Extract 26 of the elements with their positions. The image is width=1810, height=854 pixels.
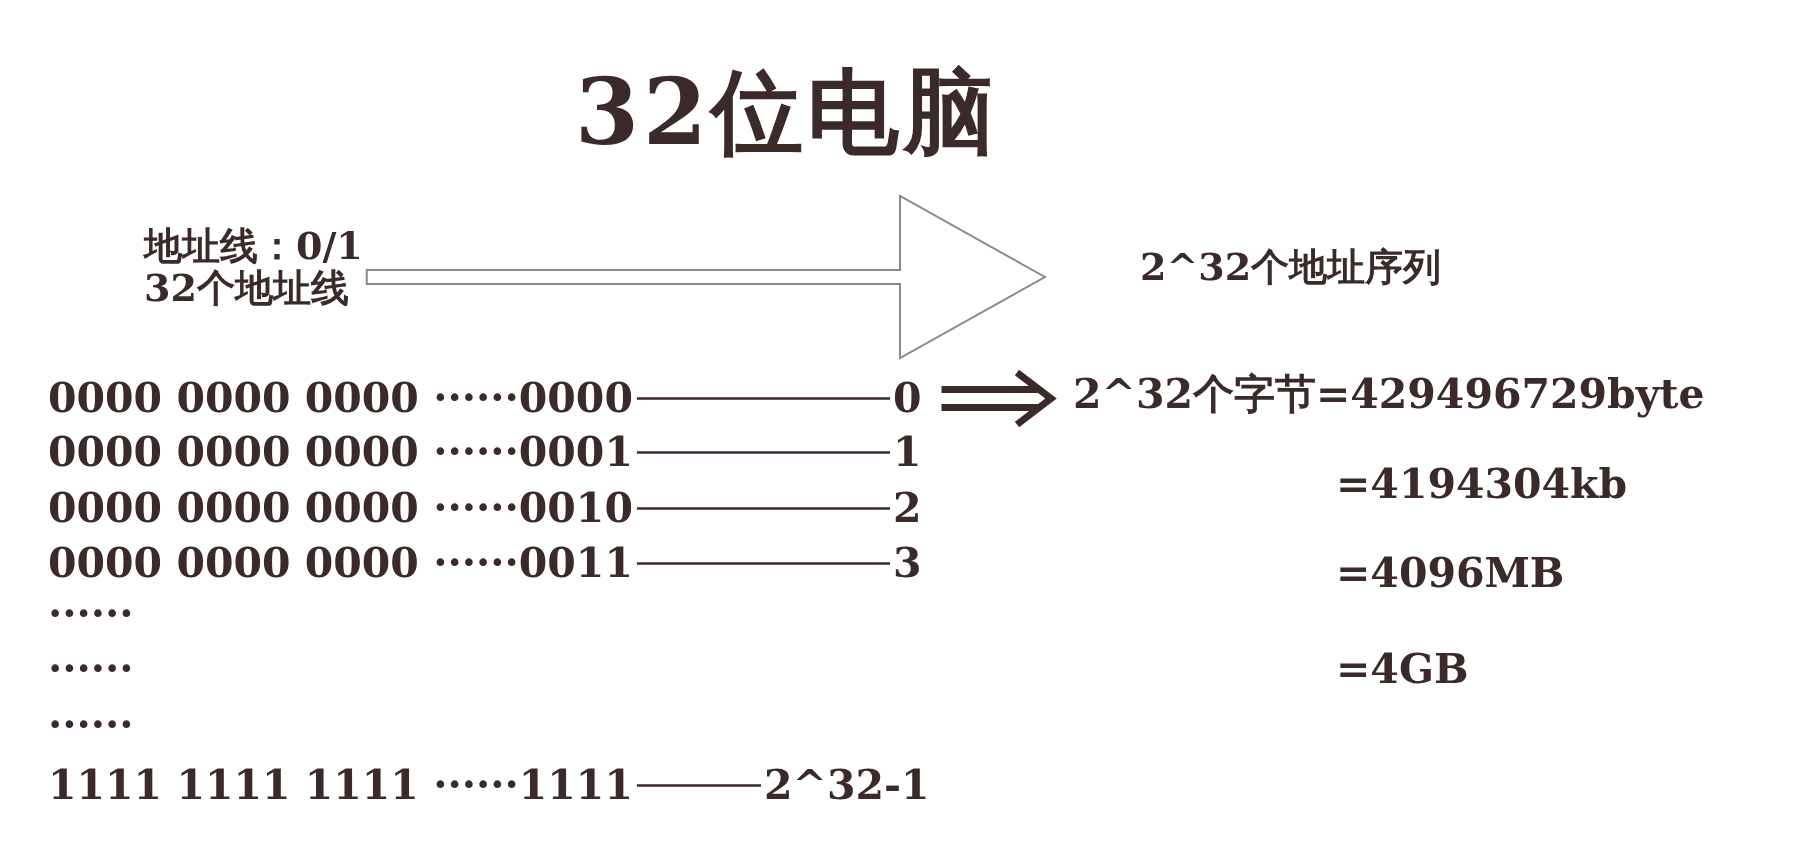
address-number: 2^32-1	[764, 763, 930, 809]
ellipsis-text: ······	[48, 592, 134, 638]
heading-text: 2^32个地址序列	[1140, 246, 1442, 288]
binary-address: 0000 0000 0000 ······0000	[48, 376, 633, 422]
result-text: 2^32个字节=429496729byte	[1073, 372, 1705, 418]
address-number: 0	[893, 376, 922, 422]
address-number: 3	[893, 541, 922, 587]
binary-address: 0000 0000 0000 ······0001	[48, 430, 633, 476]
connector-line	[636, 562, 890, 565]
equation-text: =4GB	[1336, 647, 1469, 693]
equation-text: =4194304kb	[1336, 462, 1628, 508]
equation-text: =4096MB	[1336, 551, 1565, 597]
note-text: 地址线：0/1 32个地址线	[144, 225, 363, 309]
hollow-arrow	[365, 194, 1048, 360]
connector-line	[636, 451, 890, 454]
ellipsis-text: ······	[48, 703, 134, 749]
connector-line	[636, 397, 890, 400]
title: 32位电脑	[575, 62, 1000, 164]
binary-address: 1111 1111 1111 ······1111	[48, 763, 633, 809]
ellipsis-text: ······	[48, 647, 134, 693]
binary-address: 0000 0000 0000 ······0011	[48, 541, 633, 587]
binary-address: 0000 0000 0000 ······0010	[48, 486, 633, 532]
address-number: 1	[893, 430, 922, 476]
connector-line	[636, 784, 761, 787]
connector-line	[636, 507, 890, 510]
address-number: 2	[893, 486, 922, 532]
